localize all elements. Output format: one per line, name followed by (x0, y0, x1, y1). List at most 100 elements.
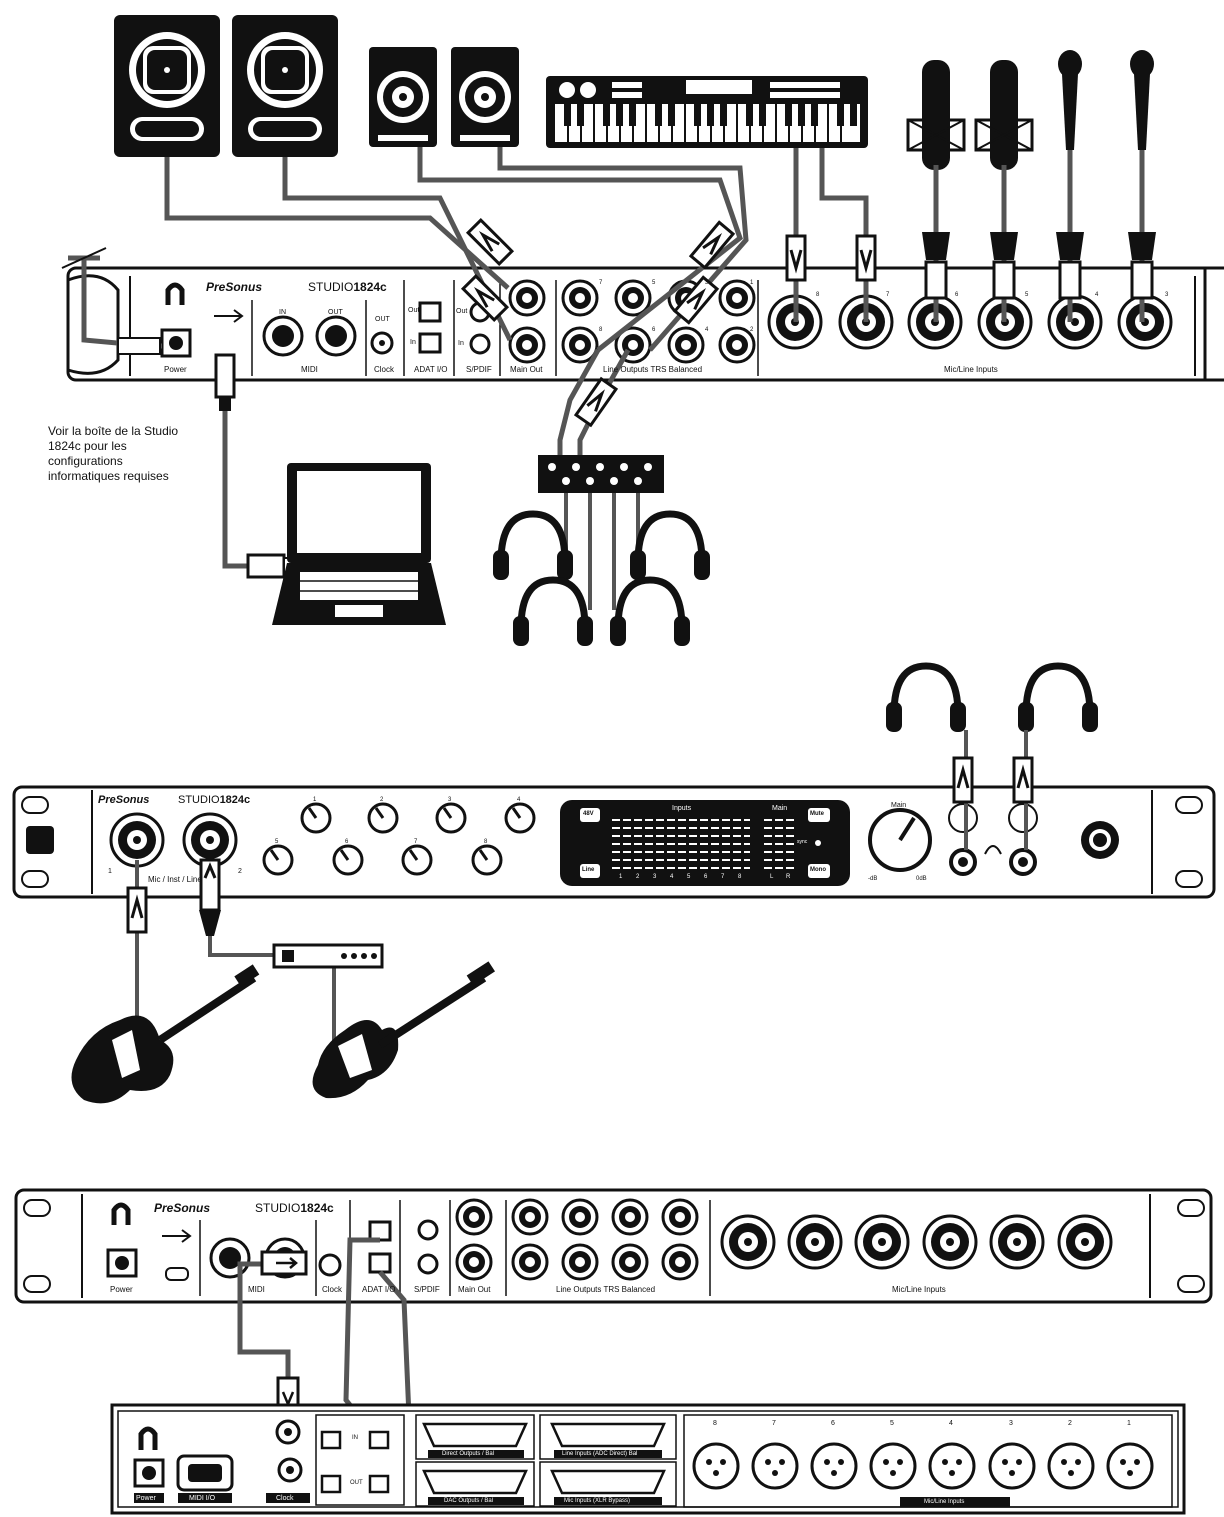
main-out-label: Main Out (510, 365, 543, 374)
main-knob-label: Main (891, 802, 907, 809)
studio-monitor-small-right (451, 47, 519, 147)
xlr-number: 3 (1009, 1420, 1013, 1427)
line-outputs-label: Line Outputs TRS Balanced (556, 1285, 656, 1294)
meter-channel-number: 4 (670, 874, 674, 880)
midi-label: MIDI (301, 365, 318, 374)
headphones-4 (610, 580, 690, 646)
spdif-in-label: In (458, 340, 464, 347)
meter-channel-number: 3 (653, 874, 657, 880)
sync-label: sync (797, 839, 808, 845)
adat-label: ADAT I/O (414, 365, 448, 374)
spdif-label: S/PDIF (466, 365, 492, 374)
meter-main-number: R (786, 874, 791, 880)
line-out-number: 1 (750, 280, 754, 286)
gain-number: 3 (448, 797, 452, 803)
xlr-number: 5 (890, 1420, 894, 1427)
studio-monitor-left (114, 15, 220, 157)
note-line: informatiques requises (48, 469, 169, 483)
phantom-48v-button[interactable]: 48V (583, 811, 594, 817)
condenser-mic-1 (906, 60, 966, 170)
adat-label: ADAT I/O (362, 1285, 396, 1294)
power-cable (61, 247, 162, 355)
headphones-5 (886, 666, 966, 732)
dynamic-mic-1 (1058, 50, 1082, 150)
meter-channel-number: 1 (619, 874, 623, 880)
meter-inputs-label: Inputs (672, 805, 692, 812)
midi-label: MIDI (248, 1285, 265, 1294)
ext-clock-label: Clock (276, 1495, 294, 1502)
inputs-label: Mic / Inst / Line (148, 875, 202, 884)
midi-connector (260, 1250, 308, 1416)
meter-channel-number: 8 (738, 874, 742, 880)
jack-number: 8 (816, 292, 820, 298)
meter-channel-number: 2 (636, 874, 640, 880)
line-out-number: 2 (750, 327, 754, 333)
main-out-label: Main Out (458, 1285, 491, 1294)
main-knob-max: 0dB (916, 876, 927, 882)
xlr-number: 4 (949, 1420, 953, 1427)
ext-out-label: OUT (350, 1480, 363, 1486)
adat-out-label: Out (408, 307, 420, 314)
brand-logo: PreSonus (154, 1201, 211, 1215)
mic-line-inputs-label: Mic/Line Inputs (892, 1285, 946, 1294)
power-label: Power (164, 365, 187, 374)
gain-number: 7 (414, 839, 418, 845)
input-number: 2 (238, 868, 242, 875)
guitar-connector-2 (199, 858, 221, 936)
midi-keyboard (546, 76, 868, 148)
model-name: STUDIO1824c (308, 280, 387, 294)
phones-connector-2 (1012, 756, 1034, 804)
mic-line-inputs-label: Mic/Line Inputs (944, 365, 998, 374)
xlr-number: 1 (1127, 1420, 1131, 1427)
xlr-number: 6 (831, 1420, 835, 1427)
jack-number: 7 (886, 292, 890, 298)
model-name: STUDIO1824c (255, 1201, 334, 1215)
requirements-note: Voir la boîte de la Studio 1824c pour le… (48, 424, 208, 484)
gain-number: 5 (275, 839, 279, 845)
spdif-out-label: Out (456, 308, 468, 315)
midi-out-label: OUT (328, 309, 343, 316)
power-label: Power (110, 1285, 133, 1294)
ext-mic-line-inputs-label: Mic/Line Inputs (924, 1499, 965, 1505)
line-out-number: 6 (652, 327, 656, 333)
xlr-number: 8 (713, 1420, 717, 1427)
electric-guitar-1 (71, 964, 260, 1104)
meter-channel-number: 5 (687, 874, 691, 880)
ext-power-label: Power (136, 1495, 156, 1502)
dynamic-mic-2 (1130, 50, 1154, 150)
mic-inputs-label: Mic Inputs (XLR Bypass) (564, 1498, 631, 1504)
guitar-connector-1 (126, 886, 148, 934)
jack-number: 6 (955, 292, 959, 298)
external-preamp (110, 1403, 1186, 1515)
line-out-number: 8 (599, 327, 603, 333)
note-line: Voir la boîte de la Studio (48, 424, 179, 438)
headphones-3 (513, 580, 593, 646)
note-line: 1824c pour les (48, 439, 127, 453)
dac-outputs-label: DAC Outputs / Bal (444, 1498, 494, 1504)
clock-out-label: OUT (375, 316, 390, 323)
jack-number: 5 (1025, 292, 1029, 298)
headphones-2 (630, 514, 710, 580)
line-button[interactable]: Line (582, 867, 595, 873)
brand-logo: PreSonus (98, 794, 150, 806)
gain-number: 6 (345, 839, 349, 845)
line-out-number: 7 (599, 280, 603, 286)
mono-button[interactable]: Mono (810, 867, 826, 873)
headphones-1 (493, 514, 573, 580)
headphones-6 (1018, 666, 1098, 732)
meter-main-label: Main (772, 805, 788, 812)
main-knob-min: -dB (868, 876, 878, 882)
studio-monitor-right (232, 15, 338, 157)
gain-number: 4 (517, 797, 521, 803)
adat-in-label: In (410, 339, 416, 346)
effects-unit (272, 943, 384, 969)
line-out-number: 4 (705, 327, 709, 333)
xlr-number: 7 (772, 1420, 776, 1427)
direct-outputs-label: Direct Outputs / Bal (442, 1451, 495, 1457)
meter-channel-number: 6 (704, 874, 708, 880)
spdif-label: S/PDIF (414, 1285, 440, 1294)
midi-in-label: IN (279, 309, 286, 316)
line-inputs-label: Line Inputs (ADC Direct) Bal (562, 1451, 638, 1457)
mute-button[interactable]: Mute (810, 811, 824, 817)
line-out-number: 3 (705, 280, 709, 286)
